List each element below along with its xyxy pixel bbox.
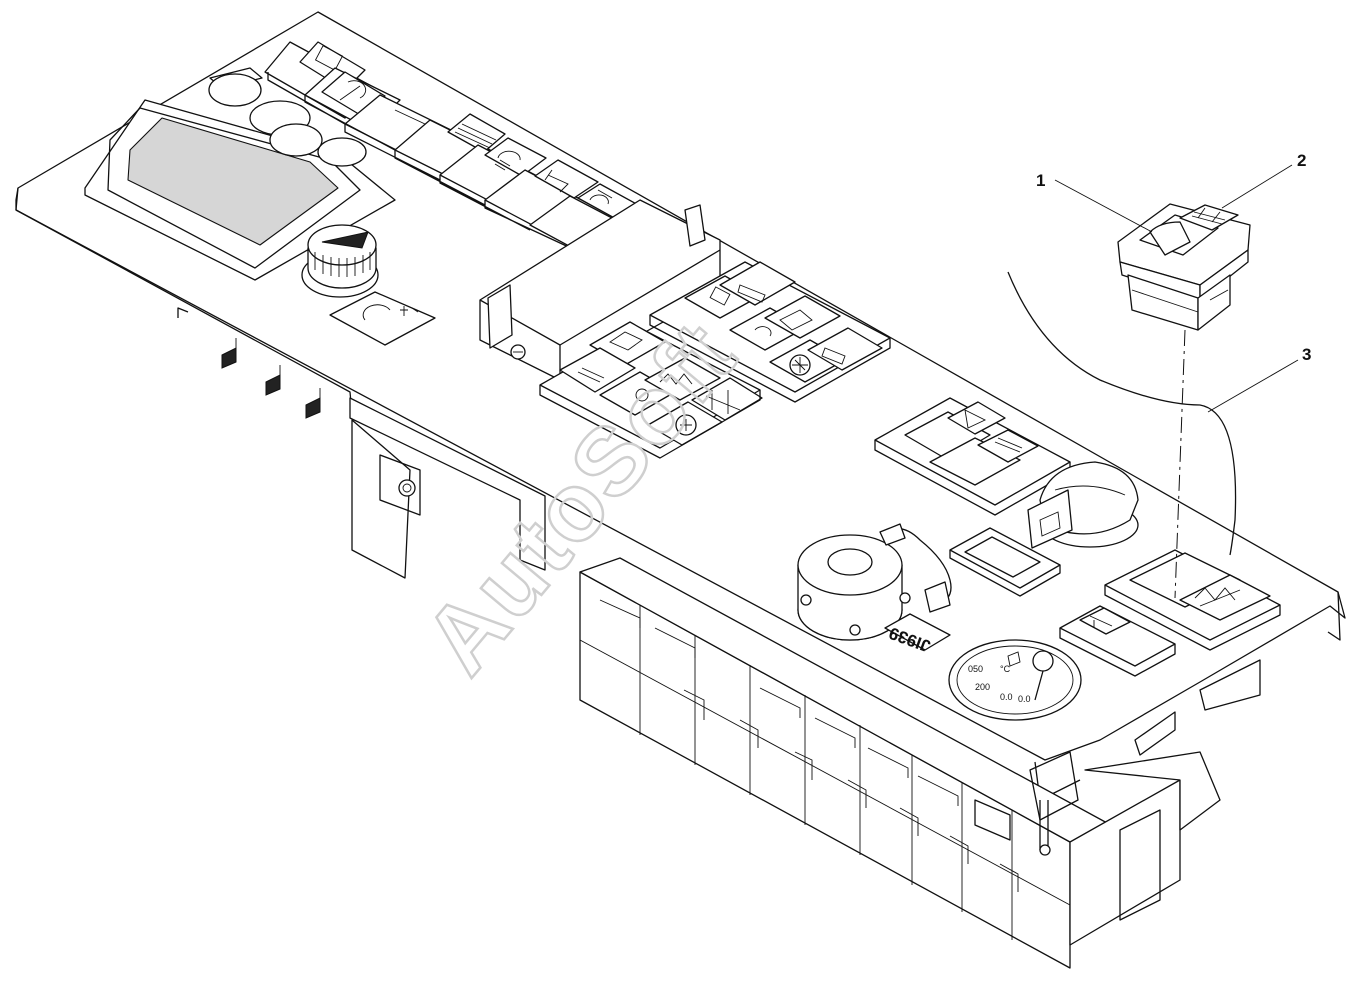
wire-item [1007,271,1237,556]
id-plate: JI939 [884,613,951,656]
hazard-switch-block [874,397,1071,516]
callout-1: 1 [1036,171,1045,190]
callout-leaders [1054,164,1299,413]
blank-switch [949,527,1061,597]
gauge-mark-2: 200 [975,682,990,692]
gauge-mark-3: 0.0 [1000,692,1013,702]
callout-2: 2 [1297,151,1306,170]
socket-cap [1027,461,1139,549]
assembly-axis [1174,329,1186,599]
temperature-gauge: 050 200 0.0 0.0 °C [948,639,1082,721]
fuse-block-housing [349,397,1261,969]
right-switch-block [1059,549,1281,677]
buzzer [797,523,952,641]
rotary-knob [301,224,436,346]
gauge-unit: °C [1000,664,1011,674]
gauge-mark-4: 0.0 [1018,694,1031,704]
callout-3: 3 [1302,345,1311,364]
gauge-mark-1: 050 [968,664,983,674]
terminal-pins [177,307,321,419]
rocker-switch-item [1117,203,1251,331]
center-switch-cluster [539,261,891,459]
